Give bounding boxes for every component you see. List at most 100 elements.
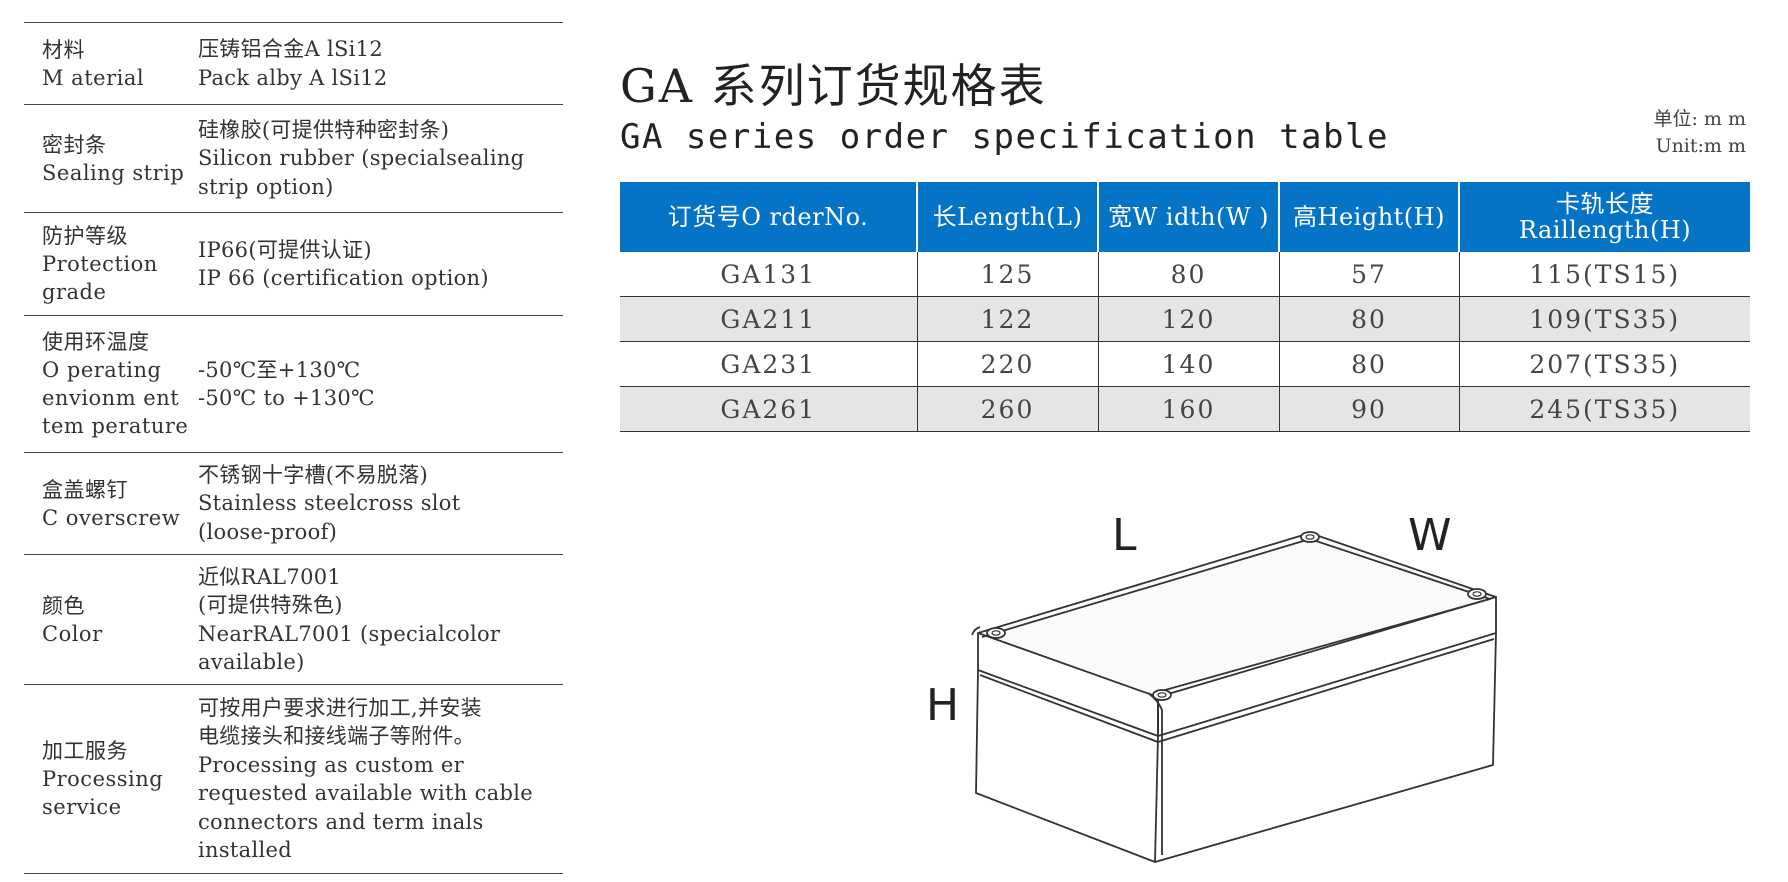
spec-label-en: O perating [42, 358, 162, 382]
header-text: 长Length(L) [932, 203, 1083, 231]
spec-label-zh: 使用环温度 [42, 330, 150, 354]
spec-value: 可按用户要求进行加工,并安装电缆接头和接线端子等附件。 Processing as… [194, 685, 563, 873]
table-cell: 160 [1098, 386, 1280, 432]
table-cell: 90 [1279, 386, 1460, 432]
order-table-header: 订货号O rderNo. 长Length(L) 宽W idth(W ) 高Height… [620, 182, 1750, 252]
table-cell: 80 [1098, 252, 1280, 297]
order-table-header-cell: 长Length(L) [917, 182, 1099, 252]
table-cell: 115(TS15) [1459, 252, 1750, 297]
spec-value: 不锈钢十字槽(不易脱落) Stainless steelcross slot (lo… [194, 453, 563, 554]
spec-label-en: grade [42, 280, 107, 304]
spec-label-zh: 防护等级 [42, 224, 128, 248]
spec-label-zh: 颜色 [42, 593, 85, 618]
spec-row: 密封条 Sealing strip 硅橡胶(可提供特种密封条) Silicon rub… [24, 104, 563, 212]
table-cell: 57 [1279, 252, 1460, 297]
enclosure-illustration [971, 531, 1497, 863]
spec-label-en: C overscrew [42, 505, 181, 530]
unit-en: Unit:m m [1655, 135, 1746, 157]
spec-value-line: (可提供特殊色) [198, 593, 343, 617]
spec-row: 颜色 Color 近似RAL7001 (可提供特殊色) NearRAL7001 (spe… [24, 554, 563, 684]
order-table-header-cell: 订货号O rderNo. [620, 182, 918, 252]
order-spec-table: 订货号O rderNo. 长Length(L) 宽W idth(W ) 高Height… [620, 182, 1750, 432]
length-label: L [1112, 510, 1137, 561]
table-cell: 140 [1098, 341, 1280, 387]
spec-value-line: -50℃ to +130℃ [198, 386, 375, 410]
enclosure-drawing: L W H [900, 495, 1540, 875]
spec-label: 颜色 Color [24, 555, 194, 684]
spec-value-line: 硅橡胶(可提供特种密封条) [198, 117, 450, 142]
height-label: H [926, 680, 960, 731]
table-cell: 80 [1279, 296, 1460, 342]
table-cell: 109(TS35) [1459, 296, 1750, 342]
spec-label: 材料 M aterial [24, 23, 194, 104]
unit-zh: 单位: m m [1653, 108, 1746, 130]
spec-value-line: 电缆接头和接线端子等附件。 [198, 724, 475, 748]
spec-label: 防护等级 Protection grade [24, 213, 194, 315]
header-text: Raillength(H) [1518, 216, 1692, 244]
table-cell: 207(TS35) [1459, 341, 1750, 387]
spec-value-line: IP 66 (certification option) [198, 266, 489, 290]
header-text: 宽W idth(W ) [1108, 203, 1269, 231]
spec-value-line: Silicon rubber (specialsealing [198, 146, 525, 171]
table-cell: 245(TS35) [1459, 386, 1750, 432]
spec-value-line: available) [198, 650, 305, 674]
spec-value: -50℃至+130℃ -50℃ to +130℃ [194, 316, 563, 452]
spec-label-en: M aterial [42, 65, 145, 90]
table-cell: 260 [917, 386, 1099, 432]
page-title-zh: GA 系列订货规格表 [620, 59, 1047, 113]
spec-label-en: envionm ent [42, 386, 180, 410]
spec-value-line: 压铸铝合金A lSi12 [198, 37, 383, 61]
spec-value-line: requested available with cable [198, 781, 533, 805]
header-text: 订货号O rderNo. [667, 203, 869, 231]
spec-value-line: 不锈钢十字槽(不易脱落) [198, 462, 428, 487]
spec-label-en: Sealing strip [42, 160, 185, 185]
table-cell: GA261 [620, 386, 918, 432]
table-cell: 120 [1098, 296, 1280, 342]
spec-label-zh: 盒盖螺钉 [42, 477, 128, 502]
spec-row: 盒盖螺钉 C overscrew 不锈钢十字槽(不易脱落) Stainless ste… [24, 452, 563, 554]
spec-value-line: 近似RAL7001 [198, 564, 342, 589]
spec-value: 硅橡胶(可提供特种密封条) Silicon rubber (specialseal… [194, 105, 563, 212]
table-cell: GA231 [620, 341, 918, 387]
width-label: W [1408, 510, 1452, 561]
page-title-en: GA series order specification table [620, 117, 1389, 157]
spec-label-zh: 密封条 [42, 132, 107, 157]
spec-label-en: Protection [42, 252, 158, 276]
unit-note: 单位: m m Unit:m m [1653, 106, 1746, 160]
spec-label-en: Processing [42, 767, 164, 791]
spec-value-line: Stainless steelcross slot [198, 491, 461, 516]
spec-value: 近似RAL7001 (可提供特殊色) NearRAL7001 (specialcol… [194, 555, 563, 684]
table-cell: 80 [1279, 341, 1460, 387]
spec-label-zh: 材料 [42, 37, 85, 62]
spec-value-line: Pack alby A lSi12 [198, 65, 388, 90]
table-cell: 220 [917, 341, 1099, 387]
spec-label-en: Color [42, 621, 103, 646]
spec-value-line: connectors and term inals [198, 809, 484, 834]
spec-label-en: service [42, 795, 122, 819]
spec-value-line: 可按用户要求进行加工,并安装 [198, 695, 482, 720]
spec-value-line: IP66(可提供认证) [198, 237, 372, 262]
header-text: 高Height(H) [1293, 203, 1445, 231]
spec-value-line: (loose-proof) [198, 519, 338, 544]
spec-value-line: -50℃至+130℃ [198, 357, 361, 382]
spec-label: 使用环温度 O perating envionm ent tem perature [24, 316, 194, 452]
spec-label-en: tem perature [42, 414, 189, 438]
spec-value-line: Processing as custom er [198, 752, 464, 777]
order-table-header-cell: 宽W idth(W ) [1098, 182, 1280, 252]
table-cell: 125 [917, 252, 1099, 297]
table-cell: GA211 [620, 296, 918, 342]
spec-value-line: strip option) [198, 174, 334, 199]
spec-value-line: NearRAL7001 (specialcolor [198, 621, 501, 646]
spec-value: IP66(可提供认证) IP 66 (certification option) [194, 213, 563, 315]
table-cell: GA131 [620, 252, 918, 297]
